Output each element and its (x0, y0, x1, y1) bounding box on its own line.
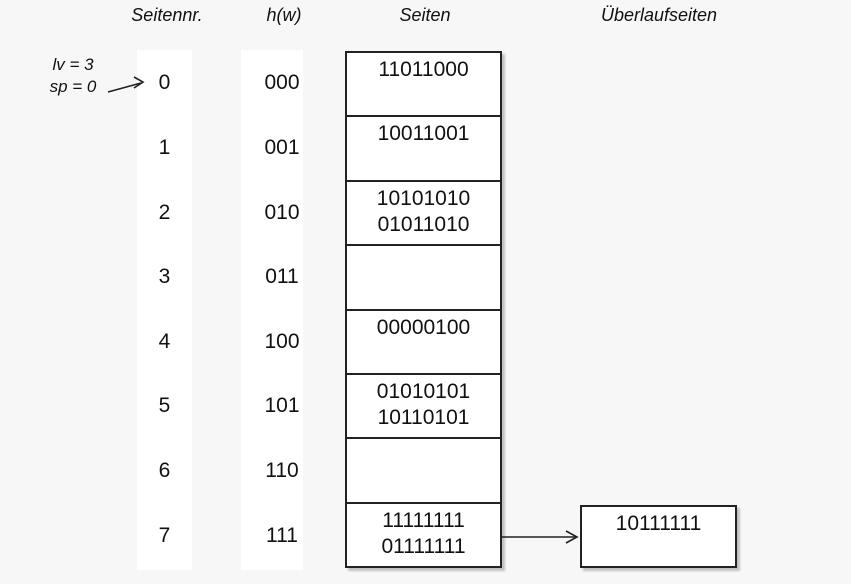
hash-column-background (241, 50, 303, 570)
page-number-column: 0 1 2 3 4 5 6 7 (137, 51, 192, 568)
page-number-3: 3 (158, 265, 171, 289)
bucket-entry: 11111111 (382, 508, 465, 532)
bucket-entry: 10110101 (377, 405, 470, 429)
hash-value-column: 000 001 010 011 100 101 110 111 (244, 51, 320, 568)
hash-value-2: 010 (264, 200, 300, 224)
bucket-entry: 00000100 (376, 315, 471, 339)
header-page-number: Seitennr. (131, 5, 203, 25)
page-number-1: 1 (158, 135, 171, 159)
bucket-cell-3 (347, 246, 500, 311)
bucket-entry: 01010101 (376, 379, 471, 403)
header-hash-function: h(w) (266, 5, 302, 25)
hash-value-7: 111 (266, 523, 298, 547)
bucket-cell-0: 11011000 (347, 53, 500, 118)
split-pointer-arrow-icon (107, 76, 145, 93)
level-value: lv = 3 (52, 55, 94, 74)
overflow-arrow-icon (502, 530, 579, 544)
hash-value-1: 001 (264, 135, 300, 159)
hash-value-0: 000 (264, 71, 300, 95)
split-pointer-value: sp = 0 (49, 77, 97, 96)
header-overflow-pages: Überlaufseiten (600, 5, 718, 25)
hash-value-3: 011 (265, 265, 299, 289)
hash-value-5: 101 (264, 394, 300, 418)
page-number-column-background (137, 50, 192, 570)
bucket-entry: 10011001 (377, 122, 470, 146)
page-number-6: 6 (158, 459, 171, 483)
bucket-cell-4: 00000100 (347, 311, 500, 375)
page-number-7: 7 (158, 523, 171, 547)
header-pages: Seiten (399, 5, 451, 25)
state-annotation: lv = 3 sp = 0 (38, 54, 108, 98)
bucket-cell-6 (347, 439, 500, 504)
page-number-5: 5 (158, 394, 171, 418)
page-number-0: 0 (158, 71, 171, 95)
bucket-cell-1: 10011001 (347, 117, 500, 182)
bucket-entry: 11011000 (378, 58, 469, 81)
bucket-entry: 01011010 (377, 212, 470, 236)
overflow-page-entry: 10111111 (615, 512, 702, 535)
hash-value-6: 110 (265, 459, 299, 483)
page-number-2: 2 (158, 200, 171, 224)
page-number-4: 4 (158, 329, 171, 353)
hash-value-4: 100 (264, 329, 300, 353)
bucket-entry: 10101010 (376, 186, 471, 210)
overflow-page-box: 10111111 (580, 505, 737, 568)
bucket-entry: 01111111 (381, 534, 466, 558)
